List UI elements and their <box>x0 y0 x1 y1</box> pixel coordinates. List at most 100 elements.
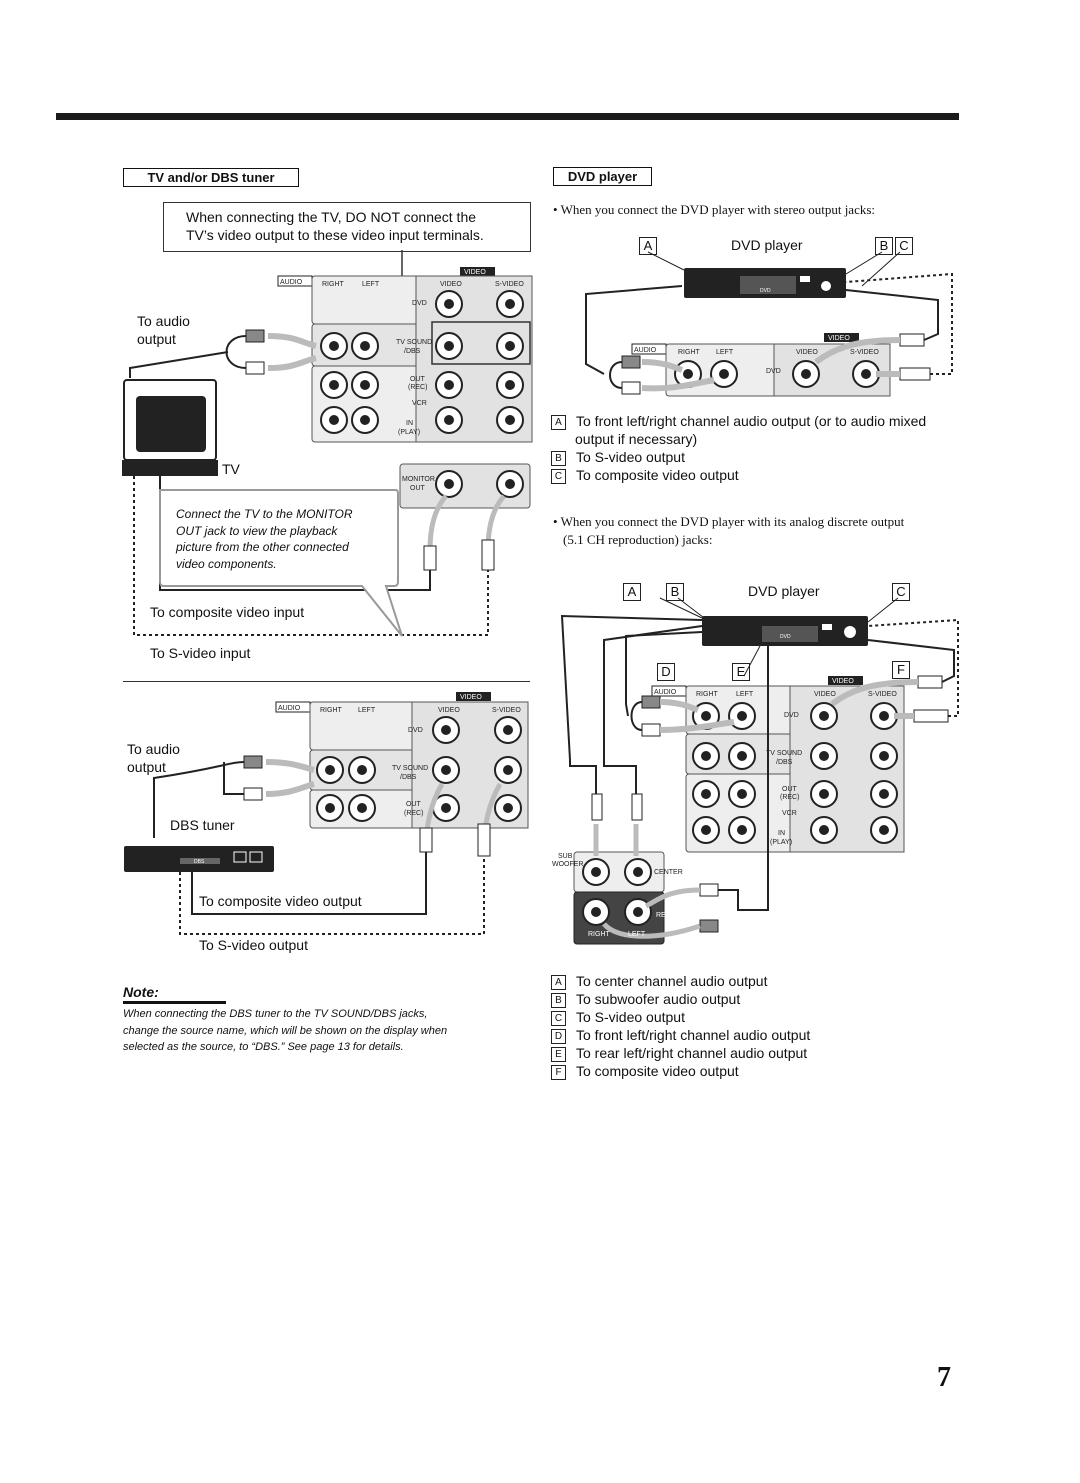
note-body: When connecting the DBS tuner to the TV … <box>123 1008 448 1053</box>
svg-text:VCR: VCR <box>412 400 427 407</box>
page-number: 7 <box>937 1362 951 1393</box>
dvd-stereo-diagram: AUDIO RIGHT LEFT VIDEO VIDEO S-VIDEO DVD… <box>585 251 953 397</box>
dbs-tuner-label: DBS tuner <box>170 817 235 833</box>
svg-text:RIGHT: RIGHT <box>696 691 719 698</box>
svg-text:VCR: VCR <box>782 810 797 817</box>
divider <box>123 681 530 682</box>
svg-text:RIGHT: RIGHT <box>320 707 343 714</box>
svg-text:(REC): (REC) <box>408 384 427 391</box>
svg-text:IN: IN <box>778 830 785 837</box>
svg-text:AUDIO: AUDIO <box>278 705 301 712</box>
bullet-discrete-cont: (5.1 CH reproduction) jacks: <box>563 532 713 547</box>
svg-text:(PLAY): (PLAY) <box>398 429 420 436</box>
svg-text:DVD: DVD <box>408 727 423 734</box>
label-f: F <box>892 661 910 679</box>
svg-text:OUT: OUT <box>410 485 426 492</box>
label-b-1: B <box>875 237 893 255</box>
svg-text:VIDEO: VIDEO <box>832 678 854 685</box>
to-audio-output-1b: output <box>137 331 176 347</box>
svg-text:DVD: DVD <box>780 634 791 640</box>
panel-audio-label: AUDIO <box>280 279 303 286</box>
svg-text:TV SOUND: TV SOUND <box>392 765 428 772</box>
warning-line-1: When connecting the TV, DO NOT connect t… <box>186 209 477 225</box>
svg-text:S-VIDEO: S-VIDEO <box>492 707 521 714</box>
to-svideo-output: To S-video output <box>199 936 308 954</box>
svg-text:DVD: DVD <box>766 368 781 375</box>
svg-text:VIDEO: VIDEO <box>814 691 836 698</box>
legend-stereo-a-cont: output if necessary) <box>575 431 698 447</box>
svg-text:RIGHT: RIGHT <box>588 931 611 938</box>
label-d: D <box>657 663 675 681</box>
svg-text:DBS: DBS <box>194 859 205 865</box>
svg-text:LEFT: LEFT <box>362 281 380 288</box>
svg-text:AUDIO: AUDIO <box>634 347 657 354</box>
bullet-stereo: • When you connect the DVD player with s… <box>553 202 876 217</box>
svg-text:S-VIDEO: S-VIDEO <box>495 281 524 288</box>
to-composite-video-output: To composite video output <box>199 892 362 910</box>
bullet-discrete: • When you connect the DVD player with i… <box>553 514 905 529</box>
label-b-2: B <box>666 583 684 601</box>
svg-text:/DBS: /DBS <box>400 774 417 781</box>
section-title-dvd: DVD player <box>553 167 652 186</box>
svg-text:TV SOUND: TV SOUND <box>766 750 802 757</box>
svg-text:LEFT: LEFT <box>358 707 376 714</box>
to-audio-output-2b: output <box>127 759 166 775</box>
tv-label: TV <box>222 461 240 477</box>
dvd-player-label-1: DVD player <box>731 237 803 253</box>
top-rule <box>56 113 959 120</box>
svg-text:WOOFER: WOOFER <box>552 861 584 868</box>
warning-box: When connecting the TV, DO NOT connect t… <box>163 202 531 252</box>
svg-text:VIDEO: VIDEO <box>460 694 482 701</box>
svg-text:/DBS: /DBS <box>776 759 793 766</box>
svg-text:(REC): (REC) <box>780 794 799 801</box>
svg-text:IN: IN <box>406 420 413 427</box>
svg-text:OUT: OUT <box>406 801 422 808</box>
label-a-1: A <box>639 237 657 255</box>
svg-text:OUT: OUT <box>782 786 798 793</box>
svg-text:MONITOR: MONITOR <box>402 476 435 483</box>
monitor-out-bubble: Connect the TV to the MONITOR OUT jack t… <box>176 507 353 571</box>
svg-text:(REC): (REC) <box>404 810 423 817</box>
svg-text:VIDEO: VIDEO <box>796 349 818 356</box>
to-composite-video-input: To composite video input <box>150 603 305 621</box>
svg-text:REAR: REAR <box>656 912 675 919</box>
svg-text:S-VIDEO: S-VIDEO <box>850 349 879 356</box>
svg-text:VIDEO: VIDEO <box>438 707 460 714</box>
warning-line-2: TV’s video output to these video input t… <box>186 227 484 243</box>
dbs-connection-diagram: AUDIO RIGHT LEFT VIDEO VIDEO S-VIDEO DVD… <box>124 692 529 935</box>
note-rule <box>123 1001 226 1004</box>
svg-text:VIDEO: VIDEO <box>828 335 850 342</box>
svg-text:AUDIO: AUDIO <box>654 689 677 696</box>
note-title: Note: <box>123 984 159 1000</box>
label-e: E <box>732 663 750 681</box>
to-svideo-input: To S-video input <box>150 645 251 661</box>
tv-connection-diagram: AUDIO RIGHT LEFT VIDEO VIDEO S-VIDEO DVD… <box>122 250 533 637</box>
dvd-discrete-diagram: AUDIO RIGHT LEFT VIDEO VIDEO S-VIDEO DVD… <box>552 597 959 945</box>
to-audio-output-2a: To audio <box>127 741 180 757</box>
svg-text:VIDEO: VIDEO <box>464 269 486 276</box>
svg-text:VIDEO: VIDEO <box>440 281 462 288</box>
svg-text:OUT: OUT <box>410 376 426 383</box>
svg-text:RIGHT: RIGHT <box>678 349 701 356</box>
svg-text:SUB: SUB <box>558 853 573 860</box>
svg-text:RIGHT: RIGHT <box>322 281 345 288</box>
svg-text:LEFT: LEFT <box>628 931 646 938</box>
label-c-1: C <box>895 237 913 255</box>
svg-text:DVD: DVD <box>412 300 427 307</box>
svg-text:CENTER: CENTER <box>654 869 683 876</box>
svg-text:DVD: DVD <box>760 288 771 294</box>
svg-text:S-VIDEO: S-VIDEO <box>868 691 897 698</box>
label-a-2: A <box>623 583 641 601</box>
svg-text:LEFT: LEFT <box>716 349 734 356</box>
svg-text:(PLAY): (PLAY) <box>770 839 792 846</box>
